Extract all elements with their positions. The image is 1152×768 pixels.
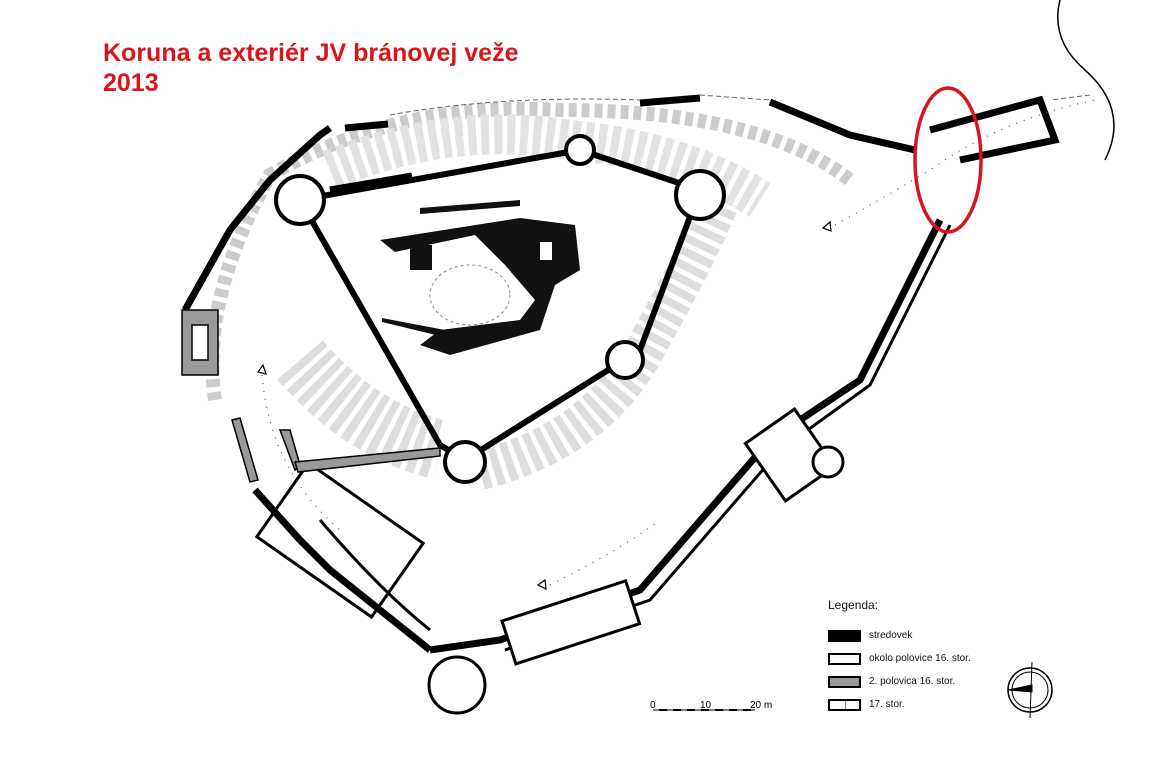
arrow-markers	[256, 220, 832, 591]
plan-title: Koruna a exteriér JV bránovej veže 2013	[103, 38, 518, 98]
highlight-ellipse	[913, 86, 983, 234]
scale-tick-20: 20 m	[750, 700, 773, 711]
legend-heading: Legenda:	[828, 598, 879, 612]
path-dots	[261, 99, 1096, 586]
scale-tick-0: 0	[650, 700, 656, 711]
cliff-edge	[1057, 0, 1115, 161]
legend-label: stredovek	[869, 630, 913, 641]
compass-icon	[1007, 661, 1053, 719]
legend-swatch-white	[828, 652, 861, 665]
legend-swatch-gray	[828, 675, 861, 688]
mound	[429, 264, 511, 326]
legend-item-mid-16c: okolo polovice 16. stor.	[828, 647, 971, 670]
title-line-1: Koruna a exteriér JV bránovej veže	[103, 39, 519, 67]
legend-label: 2. polovica 16. stor.	[869, 676, 956, 687]
outer-wall	[181, 94, 1060, 654]
legend-item-late-16c: 2. polovica 16. stor.	[828, 670, 971, 693]
scale-tick-10: 10	[700, 700, 712, 711]
legend-item-17c: 17. stor.	[828, 693, 971, 716]
outer-wall-inner-line	[318, 224, 952, 652]
medieval-core	[380, 200, 580, 355]
title-line-2: 2013	[103, 69, 159, 97]
annex-rooms	[254, 407, 845, 715]
legend-swatch-split	[828, 698, 861, 711]
wall-dashed-outline	[389, 94, 1091, 116]
legend-label: 17. stor.	[869, 699, 905, 710]
later-walls	[181, 309, 441, 483]
legend: Legenda: stredovek okolo polovice 16. st…	[828, 598, 971, 716]
legend-swatch-black	[828, 629, 861, 642]
legend-label: okolo polovice 16. stor.	[869, 653, 971, 664]
legend-item-medieval: stredovek	[828, 624, 971, 647]
towers	[274, 134, 726, 484]
